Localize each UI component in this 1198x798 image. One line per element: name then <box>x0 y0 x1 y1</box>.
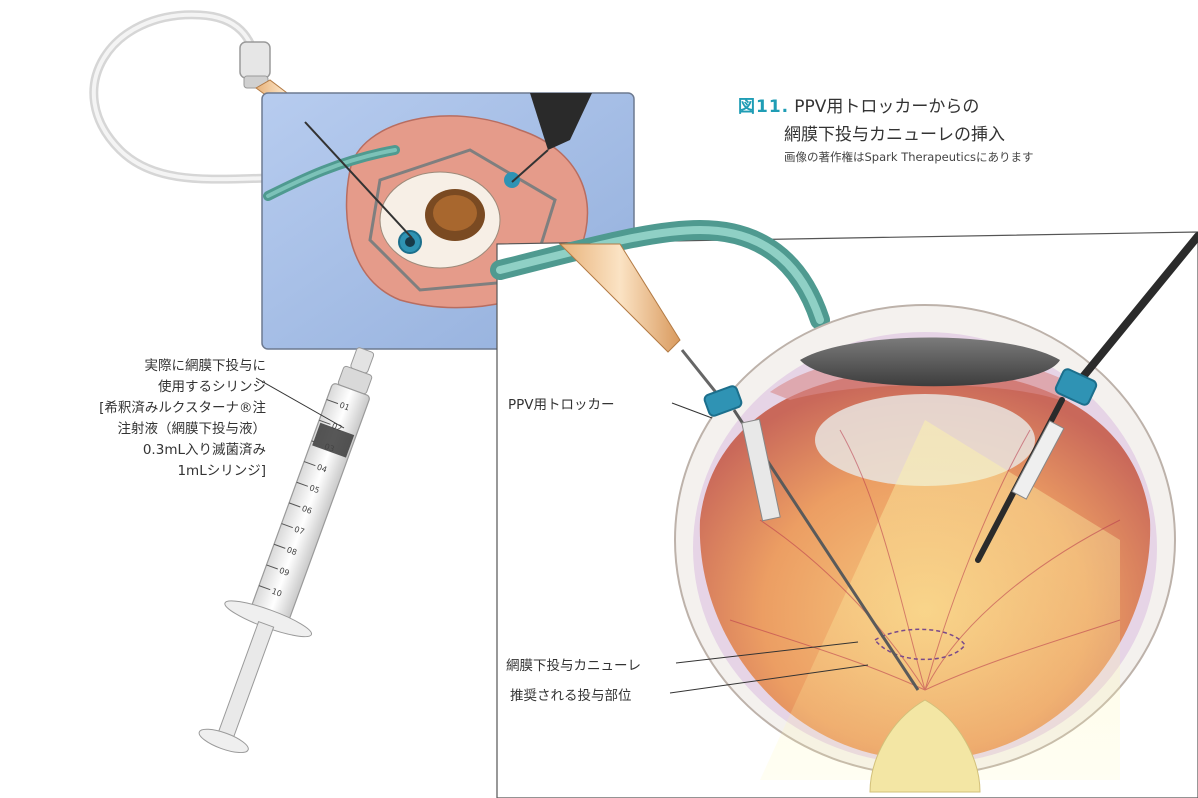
figure-number: 図11. <box>738 97 789 117</box>
figure-title-line2: 網膜下投与カニューレの挿入 <box>784 120 1034 145</box>
eye-cross-section <box>497 230 1198 798</box>
trocar-callout: PPV用トロッカー <box>508 393 615 413</box>
injection-site-callout: 推奨される投与部位 <box>510 684 632 704</box>
figure-title-line1: PPV用トロッカーからの <box>794 97 979 117</box>
figure-caption: 図11. PPV用トロッカーからの 網膜下投与カニューレの挿入 画像の著作権はS… <box>738 92 1034 165</box>
syringe-label-line1: 実際に網膜下投与に <box>99 356 266 377</box>
syringe-label-line2: 使用するシリンジ <box>99 377 266 398</box>
figure-credit: 画像の著作権はSpark Therapeuticsにあります <box>784 149 1034 165</box>
syringe-label: 実際に網膜下投与に 使用するシリンジ [希釈済みルクスターナ®注 注射液（網膜下… <box>99 356 266 482</box>
syringe-label-line6: 1mLシリンジ] <box>99 461 266 482</box>
syringe-label-line5: 0.3mL入り滅菌済み <box>99 440 266 461</box>
syringe-label-line3: [希釈済みルクスターナ®注 <box>99 398 266 419</box>
syringe-label-line4: 注射液（網膜下投与液） <box>99 419 266 440</box>
cannula-callout: 網膜下投与カニューレ <box>506 654 641 674</box>
